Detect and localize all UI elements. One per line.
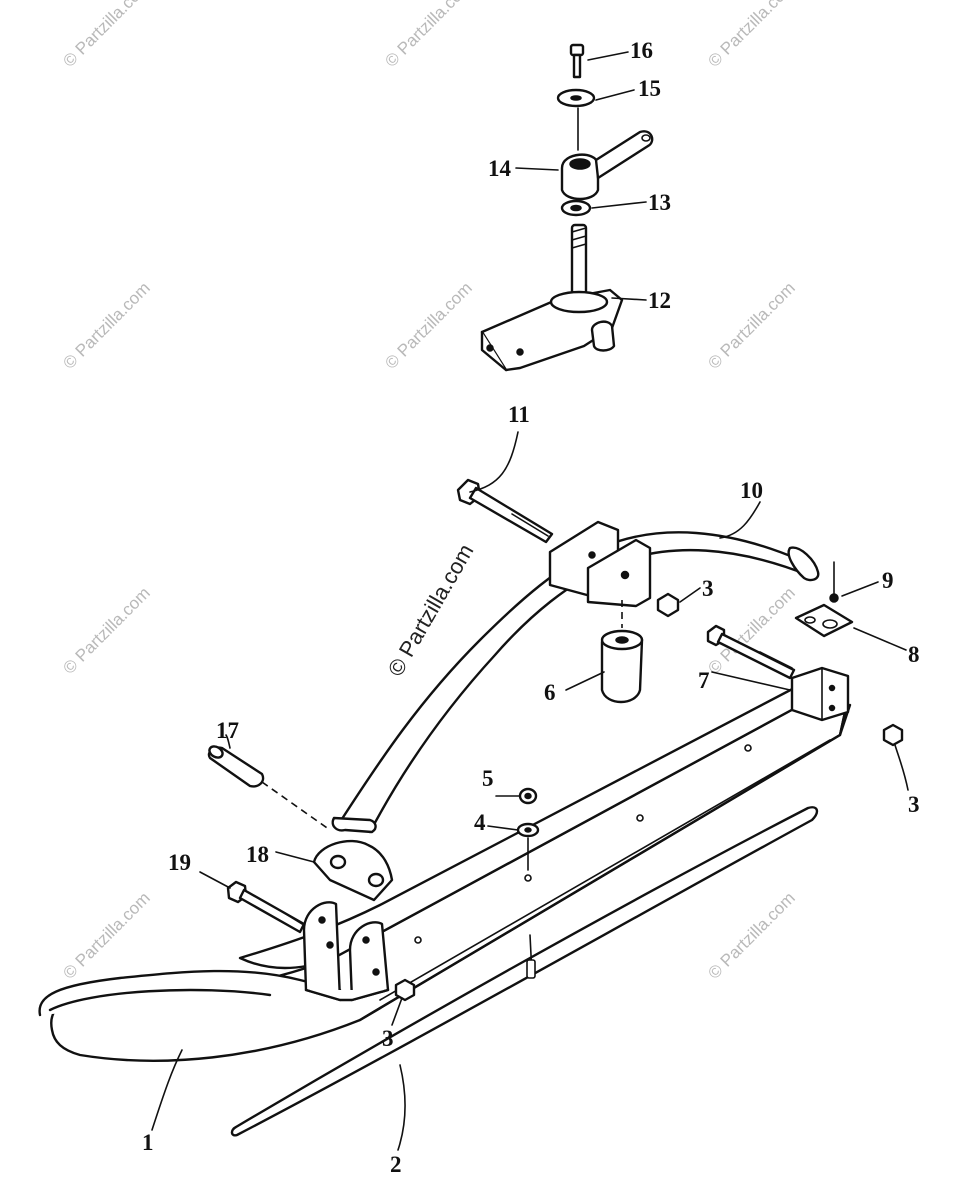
callout-1: 1 bbox=[142, 1130, 154, 1155]
front-ski-bracket bbox=[302, 901, 390, 1002]
part-2-wear-bar bbox=[230, 806, 819, 1137]
watermark-tile: © Partzilla.com bbox=[381, 0, 475, 71]
part-8-plate bbox=[794, 603, 854, 638]
part-13-washer bbox=[560, 199, 592, 217]
part-1-ski-body bbox=[38, 683, 852, 1062]
watermark-tile: © Partzilla.com bbox=[704, 0, 798, 71]
callout-19: 19 bbox=[168, 850, 191, 875]
spring-mount-block bbox=[548, 520, 652, 608]
part-9-pin bbox=[829, 561, 839, 603]
callout-3-upper: 3 bbox=[702, 576, 714, 601]
rear-bracket bbox=[790, 666, 850, 722]
part-15-washer bbox=[556, 88, 596, 108]
watermark-tile: © Partzilla.com bbox=[59, 888, 153, 982]
watermark-tile: © Partzilla.com bbox=[381, 278, 475, 372]
part-17-bushing bbox=[207, 745, 331, 831]
callout-3-front: 3 bbox=[382, 1026, 394, 1051]
part-12-spindle bbox=[480, 223, 624, 372]
callout-5: 5 bbox=[482, 766, 494, 791]
part-16-bolt bbox=[569, 43, 585, 79]
part-7-bolt bbox=[706, 624, 796, 680]
watermark-tile: © Partzilla.com bbox=[704, 888, 798, 982]
callout-numbers: 16 15 14 13 12 11 10 3 9 8 7 6 17 5 3 4 … bbox=[142, 38, 920, 1177]
part-3-nut-front bbox=[394, 978, 416, 1002]
part-3-nut-right bbox=[882, 723, 904, 747]
watermark-tile: © Partzilla.com bbox=[59, 583, 153, 677]
part-3-nut-upper bbox=[656, 592, 680, 618]
part-19-bolt bbox=[226, 880, 306, 934]
part-5-nut bbox=[518, 787, 538, 805]
callout-16: 16 bbox=[630, 38, 653, 63]
part-18-saddle bbox=[312, 839, 394, 902]
callout-8: 8 bbox=[908, 642, 920, 667]
callout-17: 17 bbox=[216, 718, 239, 743]
callout-6: 6 bbox=[544, 680, 556, 705]
callout-2: 2 bbox=[390, 1152, 402, 1177]
callout-18: 18 bbox=[246, 842, 269, 867]
callout-15: 15 bbox=[638, 76, 661, 101]
callout-4: 4 bbox=[474, 810, 486, 835]
watermark-tiles: © Partzilla.com © Partzilla.com © Partzi… bbox=[59, 0, 798, 983]
callout-7: 7 bbox=[698, 668, 710, 693]
callout-13: 13 bbox=[648, 190, 671, 215]
part-10-leaf-spring bbox=[331, 531, 820, 834]
watermark-tile: © Partzilla.com bbox=[704, 278, 798, 372]
callout-11: 11 bbox=[508, 402, 530, 427]
callout-9: 9 bbox=[882, 568, 894, 593]
leader-lines bbox=[151, 51, 909, 1151]
part-14-steering-arm bbox=[560, 130, 654, 201]
watermark-tile: © Partzilla.com bbox=[59, 0, 153, 71]
part-4-washer bbox=[516, 822, 540, 838]
callout-3-right: 3 bbox=[908, 792, 920, 817]
watermark-tile: © Partzilla.com bbox=[59, 278, 153, 372]
part-11-bolt bbox=[456, 478, 554, 544]
callout-12: 12 bbox=[648, 288, 671, 313]
part-6-bumper bbox=[600, 600, 644, 704]
callout-14: 14 bbox=[488, 156, 512, 181]
callout-10: 10 bbox=[740, 478, 763, 503]
